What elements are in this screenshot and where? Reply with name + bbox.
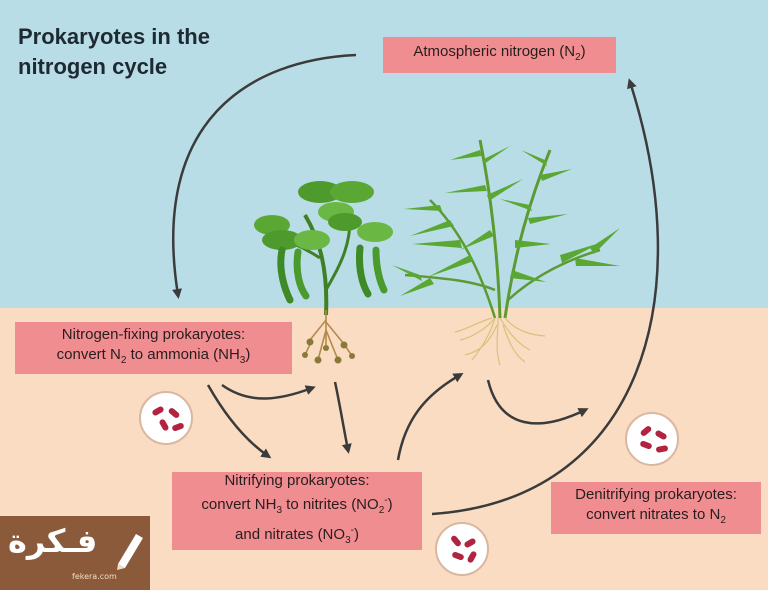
nitrifying-detail-2: and nitrates (NO3-) [235, 525, 359, 546]
bacteria-colony-3 [435, 522, 489, 576]
denitrifying-box: Denitrifying prokaryotes: convert nitrat… [551, 482, 761, 534]
watermark-logo: فـكرة fekera.com [0, 516, 150, 590]
nitrogen-fixing-detail: convert N2 to ammonia (NH3) [56, 346, 251, 366]
nitrogen-fixing-box: Nitrogen-fixing prokaryotes: convert N2 … [15, 322, 292, 374]
arrow-fixing-to-nitrifying [206, 384, 272, 459]
bean-plant [254, 181, 393, 364]
nitrifying-box: Nitrifying prokaryotes: convert NH3 to n… [172, 472, 422, 550]
logo-text: فـكرة [8, 522, 98, 560]
logo-subtext: fekera.com [72, 572, 117, 581]
diagram-title: Prokaryotes in the nitrogen cycle [18, 22, 210, 82]
pencil-icon [117, 534, 143, 570]
title-line-1: Prokaryotes in the [18, 24, 210, 49]
title-line-2: nitrogen cycle [18, 54, 168, 79]
atmospheric-nitrogen-box: Atmospheric nitrogen (N2) [383, 37, 616, 73]
arrow-tree-to-denitrifying [486, 379, 589, 425]
nitrogen-fixing-heading: Nitrogen-fixing prokaryotes: [61, 326, 246, 343]
nitrifying-heading: Nitrifying prokaryotes: [224, 472, 370, 489]
arrow-atmosphere-to-fixing [172, 53, 357, 299]
nitrifying-detail-1: convert NH3 to nitrites (NO2-) [201, 495, 393, 516]
denitrifying-detail: convert nitrates to N2 [586, 506, 726, 526]
arrow-plant-to-nitrifying [333, 381, 352, 454]
arrow-nitrifying-to-atmosphere [431, 78, 660, 516]
arrow-nitrifying-to-tree [396, 373, 464, 461]
bacteria-colony-2 [625, 412, 679, 466]
arrow-fixing-to-plant [221, 383, 316, 400]
atmospheric-nitrogen-label: Atmospheric nitrogen (N2) [413, 43, 586, 63]
bacteria-colony-1 [139, 391, 193, 445]
denitrifying-heading: Denitrifying prokaryotes: [575, 486, 737, 503]
grass-plant [392, 139, 620, 366]
